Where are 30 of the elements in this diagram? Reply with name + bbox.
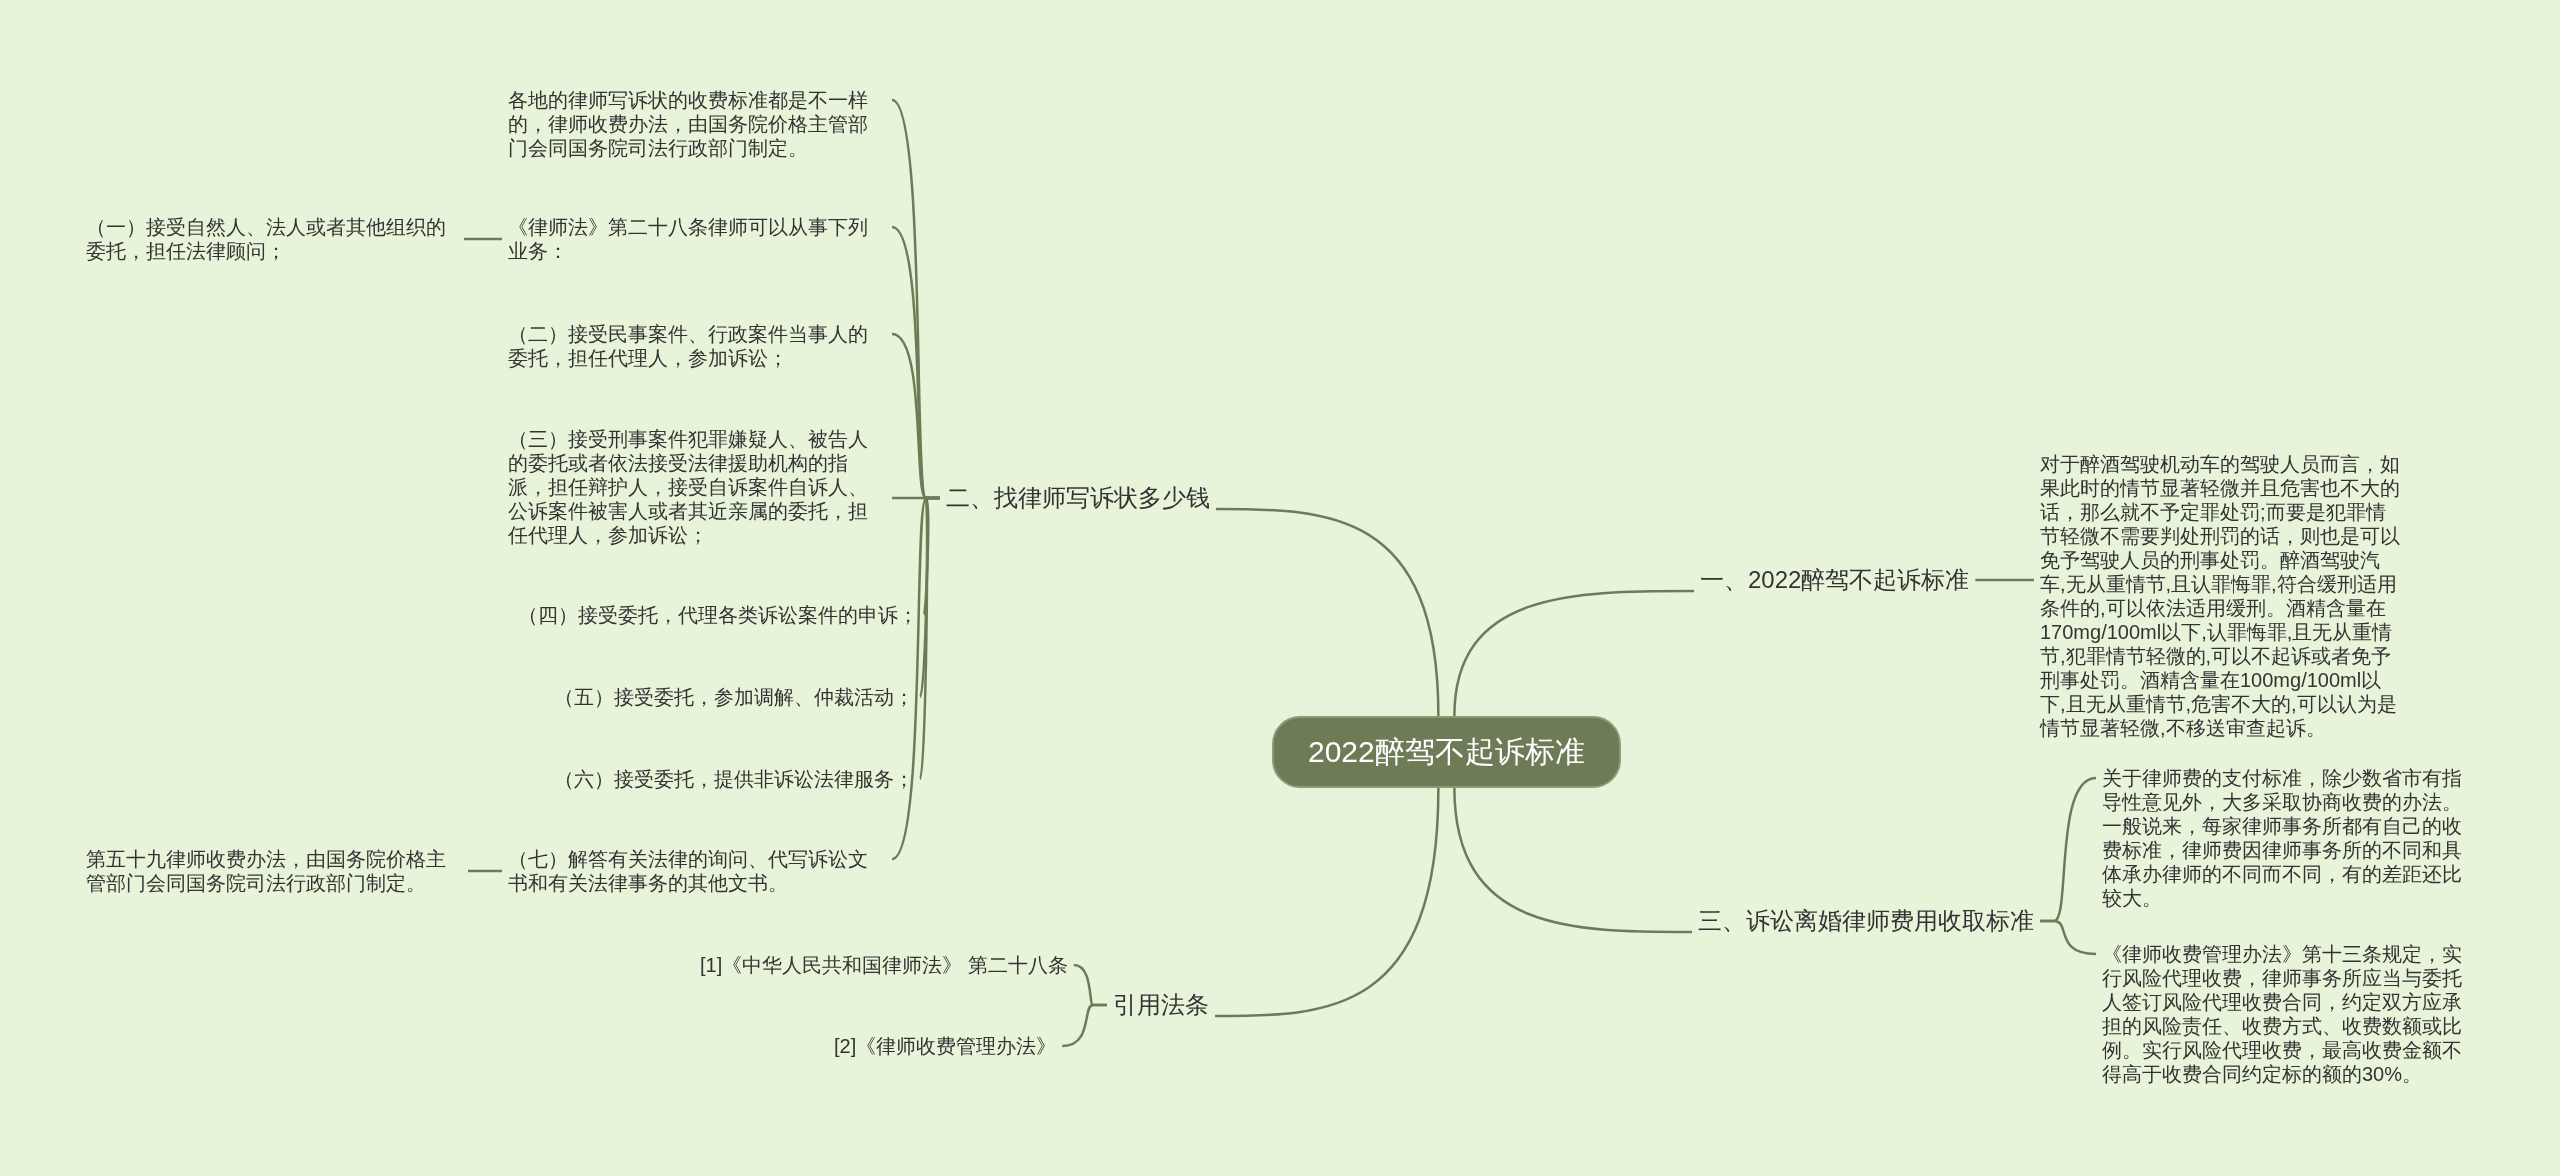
topic-text: 各地的律师写诉状的收费标准都是不一样的，律师收费办法，由国务院价格主管部门会同国务院司法行政部门制定。 [508, 88, 886, 160]
topic-text: 关于律师费的支付标准，除少数省市有指导性意见外，大多采取协商收费的办法。一般说来，每家律师事务所都有自己的收费标准，律师费因律师事务所的不同和具体承办律师的不同而不同，有的差距还比较大。 [2102, 766, 2478, 910]
branch-topic: 一、2022醉驾不起诉标准 [1700, 565, 1970, 595]
topic-text: 对于醉酒驾驶机动车的驾驶人员而言，如果此时的情节显著轻微并且危害也不大的话，那么就不予定罪处罚;而要是犯罪情节轻微不需要判处刑罚的话，则也是可以免予驾驶人员的刑事处罚。醉酒驾驶汽车,无从重情节,且认罪悔罪,符合缓刑适用条件的,可以依法适用缓刑。酒精含量在170mg/100ml以下,认罪悔罪,且无从重情节,犯罪情节轻微的,可以不起诉或者免予刑事处罚。酒精含量在100mg/100ml以下,且无从重情节,危害不大的,可以认为是情节显著轻微,不移送审查起诉。 [2040, 452, 2402, 740]
topic-text: [1]《中华人民共和国律师法》 第二十八条 [700, 953, 1068, 977]
connector-line [1975, 578, 2034, 582]
connector-line [1215, 787, 1440, 1018]
topic-text: （二）接受民事案件、行政案件当事人的委托，担任代理人，参加诉讼； [508, 322, 886, 370]
connector-line [1453, 787, 1692, 934]
central-topic: 2022醉驾不起诉标准 [1272, 716, 1621, 788]
connector-line [891, 496, 940, 860]
topic-text: （四）接受委托，代理各类诉讼案件的申诉； [518, 603, 918, 627]
topic-text: （三）接受刑事案件犯罪嫌疑人、被告人的委托或者依法接受法律援助机构的指派，担任辩护人，接受自诉案件自诉人、公诉案件被害人或者其近亲属的委托，担任代理人，参加诉讼； [508, 427, 886, 547]
topic-text: 《律师法》第二十八条律师可以从事下列业务： [508, 215, 886, 263]
branch-topic: 引用法条 [1113, 990, 1209, 1020]
topic-text: （七）解答有关法律的询问、代写诉讼文书和有关法律事务的其他文书。 [508, 847, 886, 895]
connector-line [468, 869, 502, 873]
topic-text: （五）接受委托，参加调解、仲裁活动； [554, 685, 914, 709]
branch-topic: 三、诉讼离婚律师费用收取标准 [1698, 906, 2034, 936]
topic-text: [2]《律师收费管理办法》 [834, 1034, 1057, 1058]
topic-text: 第五十九律师收费办法，由国务院价格主管部门会同国务院司法行政部门制定。 [86, 847, 462, 895]
connector-line [1062, 1003, 1107, 1048]
connector-line [1453, 589, 1694, 717]
topic-text: （一）接受自然人、法人或者其他组织的委托，担任法律顾问； [86, 215, 458, 263]
connector-line [464, 237, 502, 241]
connector-line [1216, 507, 1440, 717]
topic-text: （六）接受委托，提供非诉讼法律服务； [554, 767, 914, 791]
branch-topic: 二、找律师写诉状多少钱 [946, 483, 1210, 513]
connector-line [2040, 919, 2097, 956]
topic-text: 《律师收费管理办法》第十三条规定，实行风险代理收费，律师事务所应当与委托人签订风险代理收费合同，约定双方应承担的风险责任、收费方式、收费数额或比例。实行风险代理收费，最高收费金额不得高于收费合同约定标的额的30%。 [2102, 942, 2478, 1086]
